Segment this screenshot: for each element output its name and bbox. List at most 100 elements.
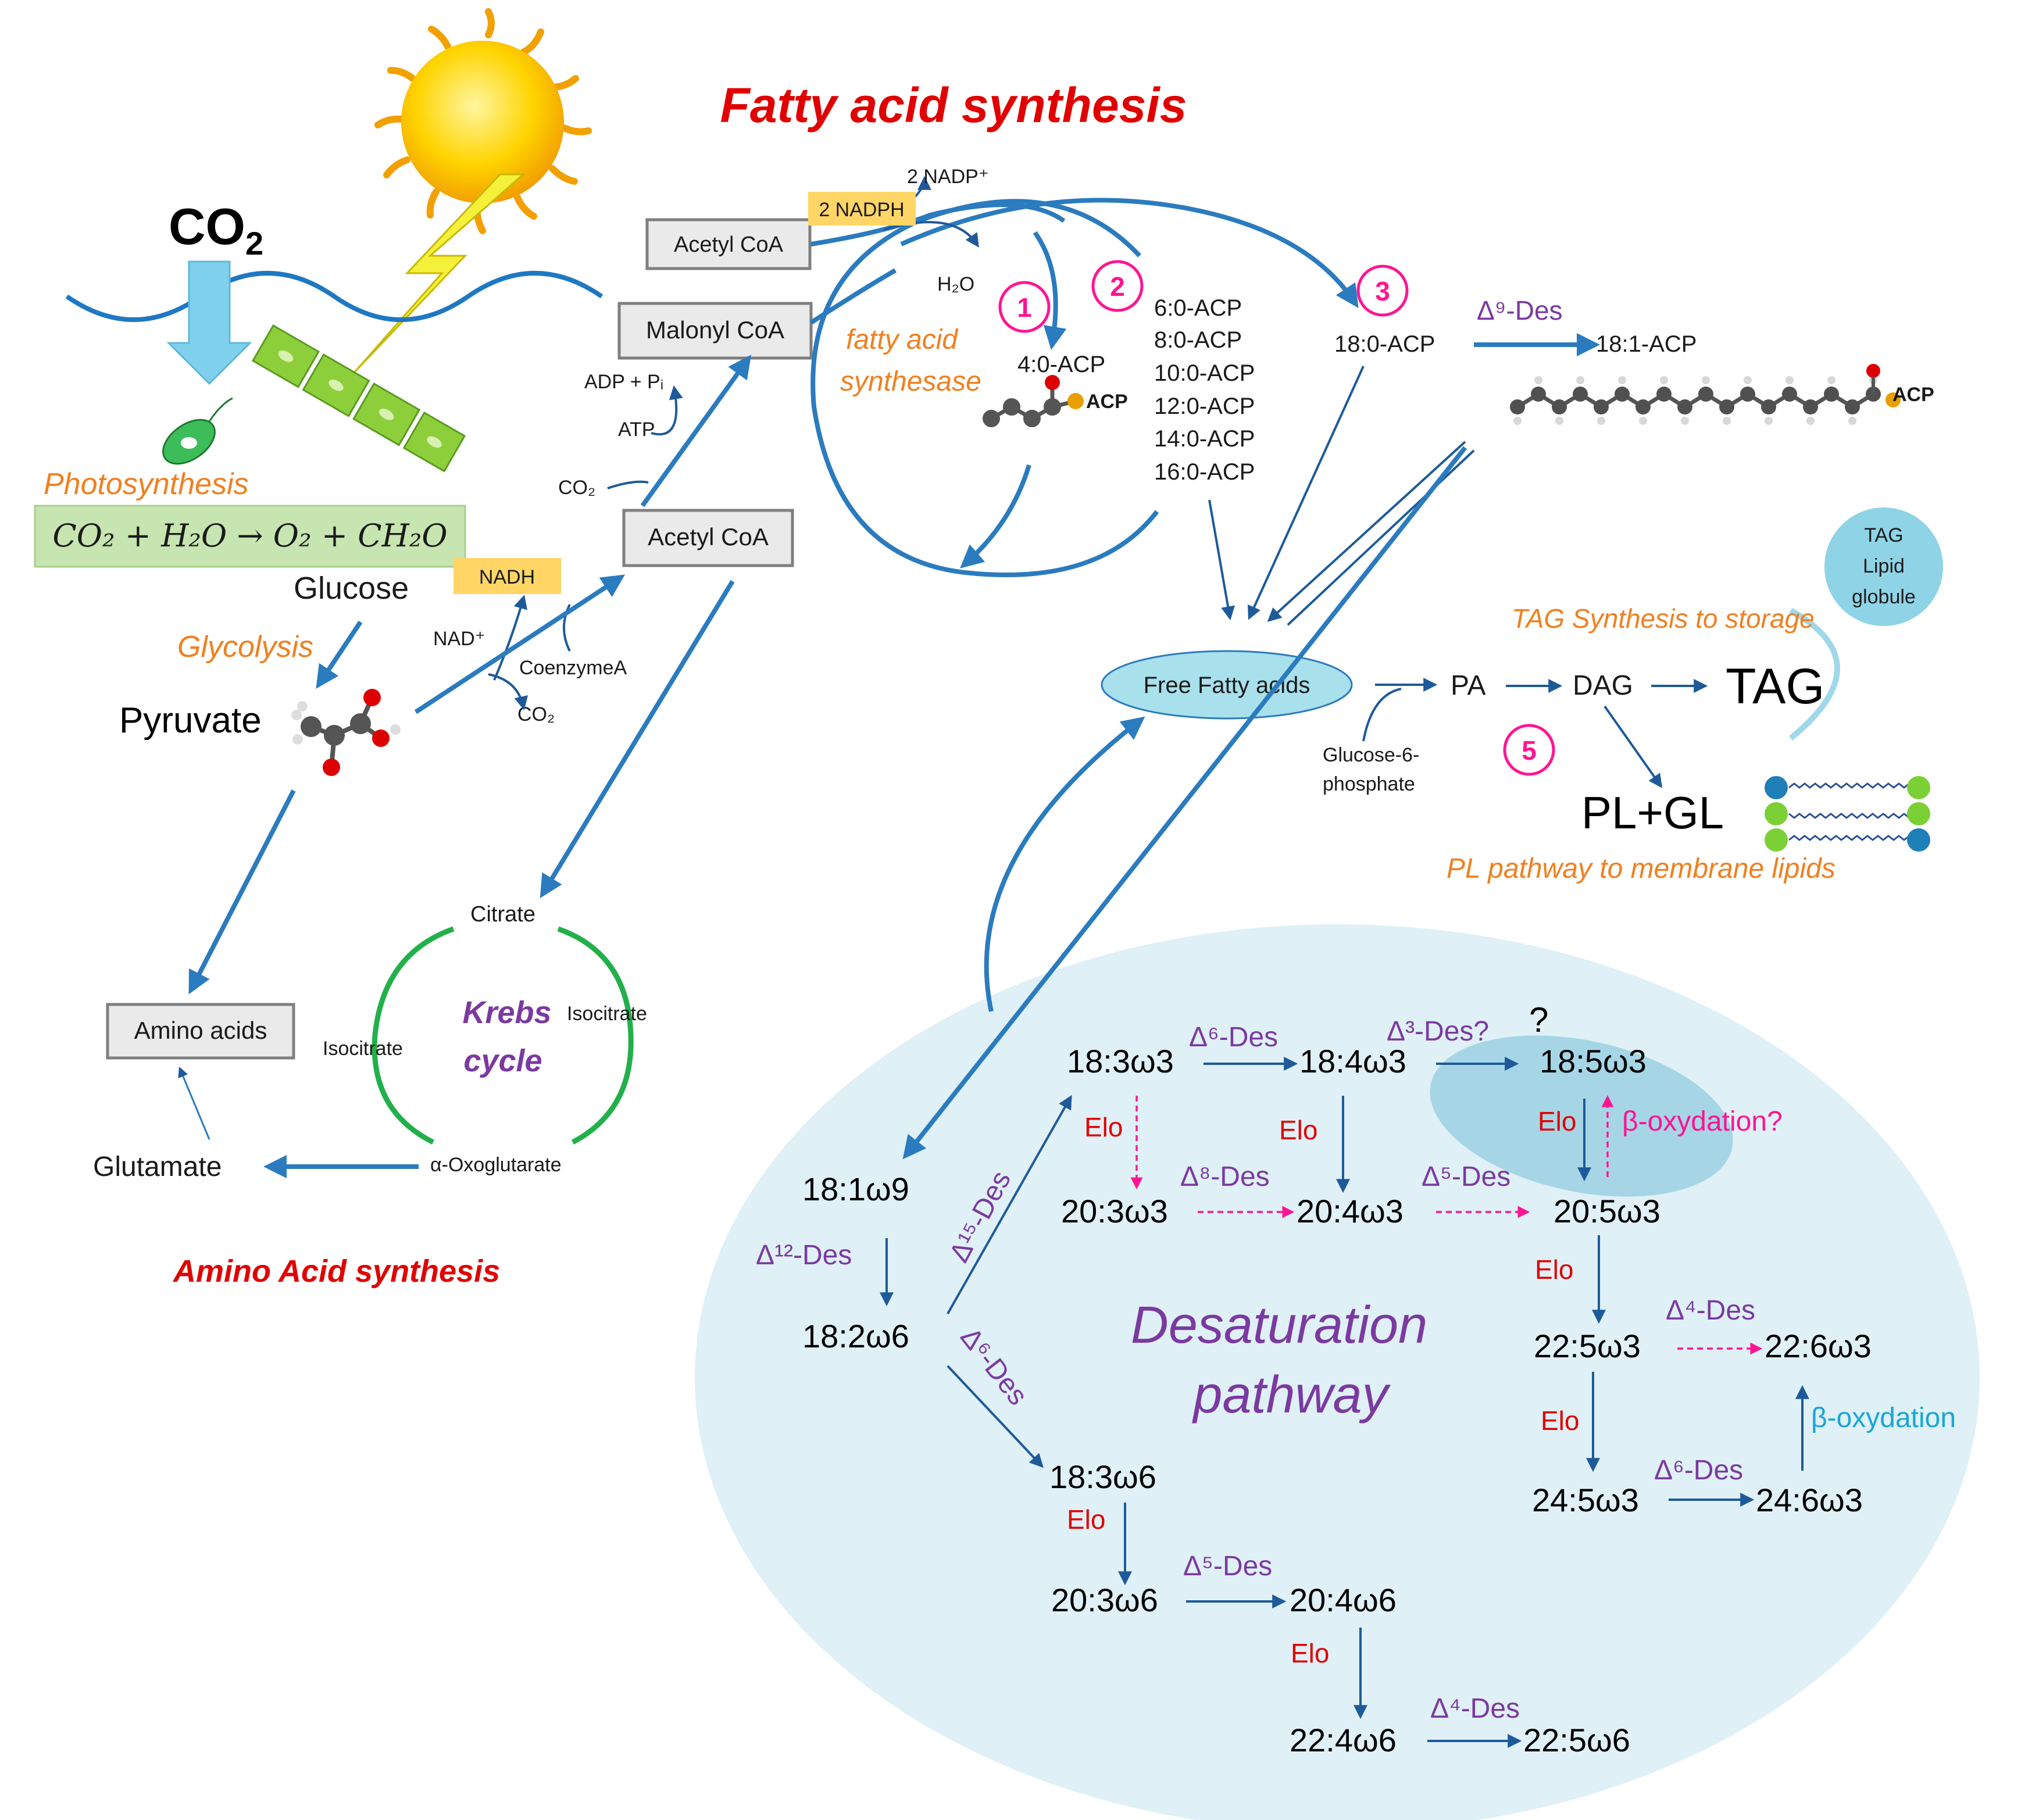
- svg-text:3: 3: [1375, 276, 1390, 306]
- glucose-label: Glucose: [294, 571, 409, 606]
- chain-hydrogen: [1597, 417, 1605, 425]
- beta-oxidation: β-oxydation: [1811, 1403, 1956, 1433]
- krebs-cycle: [372, 926, 634, 1145]
- enzyme-d4-top: Δ⁴-Des: [1666, 1295, 1755, 1326]
- fa-22-5w3: 22:5ω3: [1534, 1328, 1641, 1364]
- acetyl-coa-box-mid: Acetyl CoA: [622, 509, 794, 567]
- krebs-title-2: cycle: [463, 1043, 542, 1078]
- pa-label: PA: [1451, 670, 1485, 701]
- chain-carbon: [1719, 399, 1734, 414]
- lipid-head: [1907, 828, 1930, 852]
- enzyme-d4-low: Δ⁴-Des: [1430, 1693, 1520, 1724]
- photosynthesis-equation-box: [34, 505, 466, 568]
- co2-fix-curve: [607, 480, 649, 489]
- tag-label: TAG: [1726, 659, 1824, 714]
- acp-4-tag: ACP: [1086, 391, 1128, 413]
- svg-text:Acetyl CoA: Acetyl CoA: [674, 233, 784, 257]
- arrow-glutamate-amino: [178, 1067, 210, 1140]
- acp-list-item: 14:0-ACP: [1154, 426, 1255, 452]
- fa-18-5w3: 18:5ω3: [1540, 1043, 1647, 1079]
- water-wave: [65, 271, 603, 322]
- tag-globule-label-1: TAG: [1864, 524, 1903, 546]
- chain-hydrogen: [1723, 417, 1731, 425]
- malonyl-coa-box: Malonyl CoA: [617, 302, 813, 360]
- nadp-label: 2 NADP⁺: [907, 166, 989, 188]
- chain-hydrogen: [1765, 417, 1773, 425]
- acetyl-coa-box-top: Acetyl CoA: [645, 218, 812, 270]
- chain-carbon: [1615, 387, 1630, 402]
- elo-label: Elo: [1535, 1254, 1573, 1285]
- glycolysis-label: Glycolysis: [177, 630, 313, 664]
- acp-18-1-label: 18:1-ACP: [1596, 331, 1697, 357]
- co2-arrow: [166, 260, 252, 385]
- pl-pathway-label: PL pathway to membrane lipids: [1447, 853, 1835, 884]
- fa-18-1w9: 18:1ω9: [802, 1171, 909, 1207]
- elo-label: Elo: [1541, 1406, 1579, 1436]
- chain-hydrogen: [1555, 417, 1563, 425]
- chain-hydrogen: [1848, 417, 1856, 425]
- lipid-tail: [1788, 835, 1915, 841]
- lipid-tail: [1788, 782, 1915, 789]
- glucose6p-label-2: phosphate: [1323, 773, 1415, 795]
- glutamate-label: Glutamate: [93, 1152, 222, 1182]
- chain-carbon: [1845, 399, 1860, 414]
- svg-text:1: 1: [1017, 292, 1032, 323]
- step-1-badge: 1: [998, 281, 1051, 333]
- fas-label-1: fatty acid: [846, 324, 958, 355]
- arrow-18-1-to-ffa-a: [1267, 441, 1466, 622]
- arrow-acetyl-fas: [810, 202, 1066, 246]
- enzyme-d12: Δ¹²-Des: [756, 1240, 852, 1271]
- amino-acid-synthesis-label: Amino Acid synthesis: [172, 1254, 500, 1289]
- atp-curve: [651, 385, 683, 436]
- retroconversion-region: [1430, 1035, 1733, 1197]
- arrow-18-1-to-ffa-b: [1287, 449, 1475, 626]
- nadph-label: 2 NADPH: [819, 199, 904, 221]
- acp-list-item: 6:0-ACP: [1154, 295, 1242, 321]
- chain-carbon: [1594, 399, 1609, 414]
- fa-22-4w6: 22:4ω6: [1290, 1722, 1397, 1758]
- fa-20-4w3: 20:4ω3: [1297, 1193, 1404, 1229]
- chain-hydrogen: [1827, 376, 1835, 384]
- acp-list-item: 10:0-ACP: [1154, 360, 1255, 386]
- lightning-icon: [353, 173, 526, 373]
- coa-curve: [563, 604, 571, 652]
- chain-carbon: [1531, 387, 1546, 402]
- elo-label: Elo: [1538, 1106, 1576, 1136]
- chain-hydrogen: [1702, 376, 1710, 384]
- chain-hydrogen: [1639, 417, 1647, 425]
- chain-hydrogen: [1534, 376, 1542, 384]
- desaturation-title-1: Desaturation: [1131, 1296, 1427, 1354]
- amino-acids-box: Amino acids: [106, 1003, 295, 1060]
- dag-label: DAG: [1573, 670, 1633, 701]
- glucose6p-label-1: Glucose-6-: [1323, 744, 1419, 766]
- svg-text:Acetyl CoA: Acetyl CoA: [648, 523, 769, 550]
- sun-icon: [374, 8, 592, 234]
- enzyme-d6-low: Δ⁶-Des: [1654, 1455, 1743, 1486]
- h2o-label: H₂O: [937, 273, 974, 295]
- chain-hydrogen: [1513, 417, 1522, 425]
- arrow-dag-pl: [1604, 705, 1663, 788]
- chain-hydrogen: [1618, 376, 1626, 384]
- chain-carbon: [1803, 399, 1818, 414]
- arrow-fas-loop-4: [1033, 231, 1067, 350]
- acp-list-item: 8:0-ACP: [1154, 327, 1242, 353]
- nadh-badge: [453, 558, 561, 594]
- tag-droplet-arc: [1788, 607, 1840, 741]
- step-5-badge: 5: [1503, 724, 1555, 776]
- lipid-tail: [1788, 813, 1915, 819]
- chain-carbon: [1510, 399, 1525, 414]
- acp-18-0-label: 18:0-ACP: [1334, 331, 1435, 357]
- chain-carbon: [1635, 399, 1651, 414]
- acp-4-label: 4:0-ACP: [1017, 352, 1105, 377]
- enzyme-d3: Δ³-Des?: [1387, 1016, 1489, 1047]
- fas-label-2: synthesase: [840, 366, 981, 397]
- isocitrate-left-label: Isocitrate: [323, 1038, 403, 1060]
- fa-20-3w6: 20:3ω6: [1051, 1582, 1158, 1618]
- arrow-desat-to-ffa: [984, 716, 1145, 1012]
- fa-20-3w3: 20:3ω3: [1061, 1193, 1168, 1229]
- acp-18-1-tag: ACP: [1892, 384, 1934, 406]
- lipid-head: [1907, 776, 1930, 799]
- acp-list-item: 16:0-ACP: [1154, 459, 1255, 485]
- fa-18-3w3: 18:3ω3: [1067, 1043, 1174, 1079]
